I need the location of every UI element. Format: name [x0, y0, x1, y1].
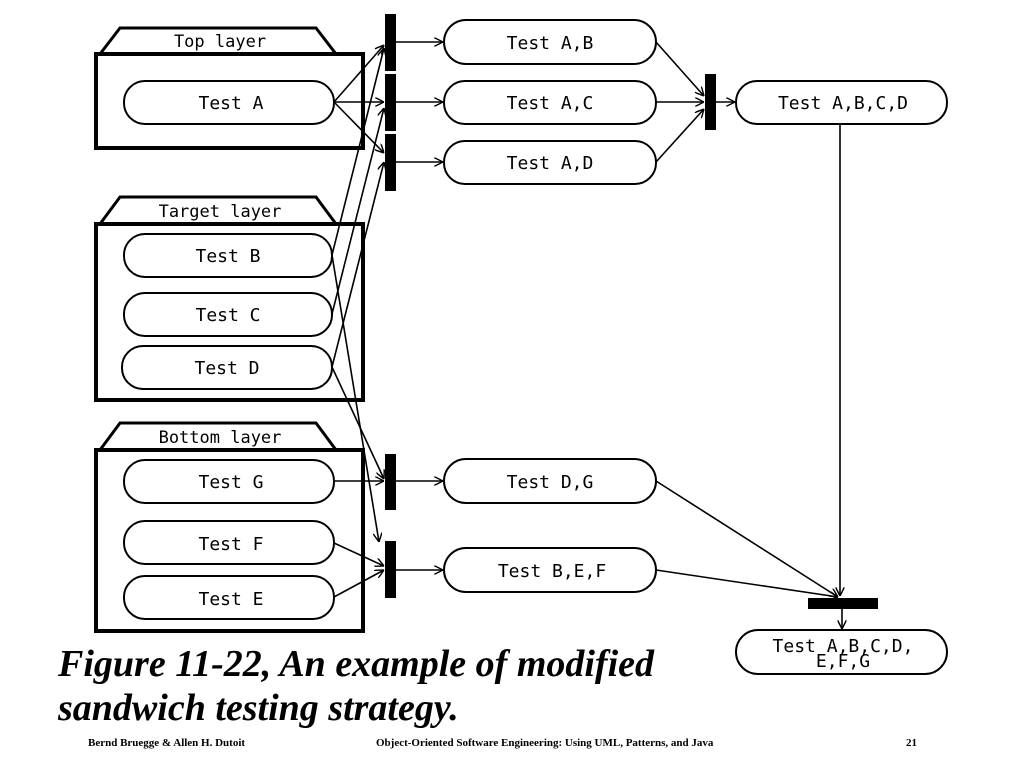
test-d-node: Test D: [121, 345, 333, 390]
test-all-node: Test A,B,C,D, E,F,G: [735, 629, 948, 675]
test-b-label: Test B: [195, 246, 260, 267]
test-d-label: Test D: [194, 358, 259, 379]
test-c-node: Test C: [123, 292, 333, 337]
test-all-label-line2: E,F,G: [816, 651, 870, 672]
test-all-label-line1: Test A,B,C,D,: [773, 636, 914, 657]
sync-bar-dg: [385, 454, 396, 510]
bottom-layer-package: Bottom layer: [94, 421, 365, 633]
test-ad-label: Test A,D: [507, 153, 594, 174]
bottom-layer-label: Bottom layer: [159, 428, 282, 448]
test-f-node: Test F: [123, 520, 335, 565]
test-g-label: Test G: [198, 472, 263, 493]
caption-line-1: Figure 11-22, An example of modified: [58, 643, 655, 685]
test-a-label: Test A: [198, 93, 263, 114]
footer-authors: Bernd Bruegge & Allen H. Dutoit: [88, 737, 246, 749]
test-f-label: Test F: [198, 534, 263, 555]
test-bef-label: Test B,E,F: [498, 561, 606, 582]
test-ac-node: Test A,C: [443, 80, 657, 125]
sync-bar-ad: [385, 134, 396, 191]
footer-book-title: Object-Oriented Software Engineering: Us…: [376, 737, 714, 749]
sync-bar-ab: [385, 14, 396, 71]
figure-caption: Figure 11-22, An example of modified san…: [58, 642, 778, 730]
top-layer-label: Top layer: [174, 32, 266, 52]
test-a-node: Test A: [123, 80, 335, 125]
target-layer-package: Target layer: [94, 195, 365, 402]
footer-page-number: 21: [906, 737, 917, 749]
target-layer-label: Target layer: [159, 202, 282, 222]
test-ab-node: Test A,B: [443, 19, 657, 65]
test-bef-node: Test B,E,F: [443, 547, 657, 593]
sync-bar-abcd: [705, 74, 716, 130]
test-e-label: Test E: [198, 589, 263, 610]
caption-line-2: sandwich testing strategy.: [58, 687, 459, 729]
test-abcd-node: Test A,B,C,D: [735, 80, 948, 125]
top-layer-package: Top layer: [94, 26, 365, 150]
test-dg-node: Test D,G: [443, 458, 657, 504]
connector-arrows: [331, 42, 842, 629]
test-ac-label: Test A,C: [507, 93, 594, 114]
test-c-label: Test C: [195, 305, 260, 326]
test-ad-node: Test A,D: [443, 140, 657, 185]
sync-bar-ac: [385, 74, 396, 131]
test-g-node: Test G: [123, 459, 335, 504]
sync-bar-all: [808, 598, 878, 609]
test-ab-label: Test A,B: [507, 33, 594, 54]
test-abcd-label: Test A,B,C,D: [778, 93, 908, 114]
test-b-node: Test B: [123, 233, 333, 278]
test-dg-label: Test D,G: [507, 472, 594, 493]
sync-bar-bef: [385, 541, 396, 598]
test-e-node: Test E: [123, 575, 335, 620]
